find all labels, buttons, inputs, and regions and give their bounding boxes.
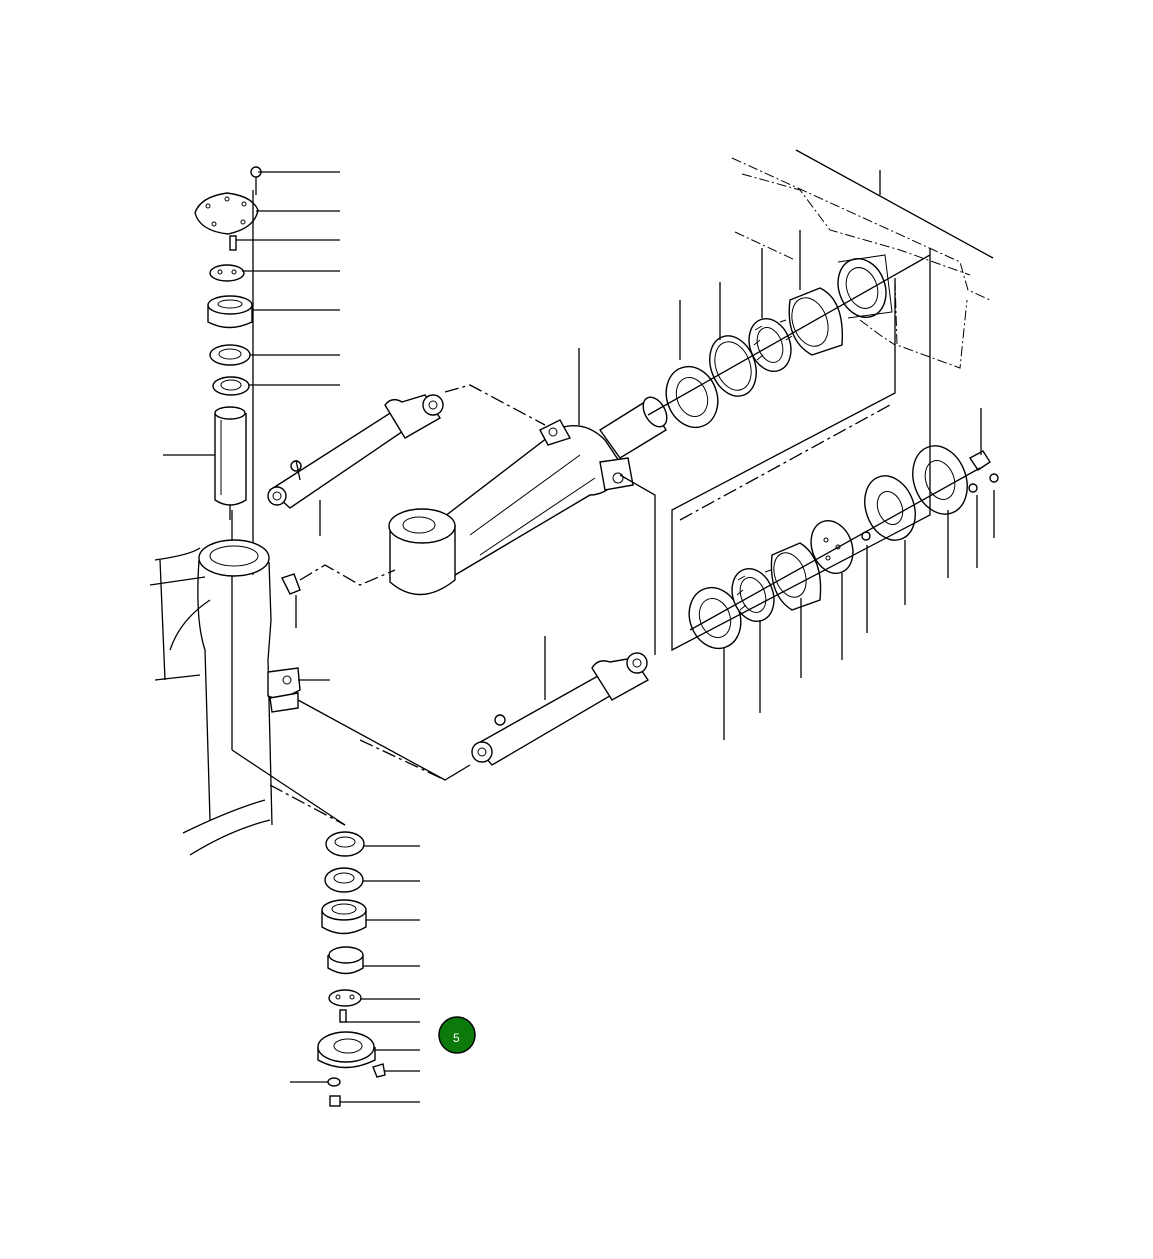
bushing-lower-1 — [321, 899, 367, 935]
axle-housing — [149, 539, 301, 856]
bolt-part — [250, 166, 262, 195]
assembly-lines — [231, 248, 931, 826]
grease-nipple-lower — [339, 1009, 347, 1023]
kingpin-upper-stack — [194, 166, 262, 750]
leader-lines — [163, 170, 995, 1103]
bottom-plate — [317, 1031, 386, 1078]
chassis-frame-outline — [731, 149, 994, 369]
flange-plate — [864, 475, 916, 541]
bearing-cup-lower — [770, 542, 822, 611]
steering-knuckle — [388, 396, 668, 596]
kingpin-part — [214, 406, 247, 520]
callout-badge[interactable]: 5 — [438, 1016, 476, 1054]
kingpin-lower-stack — [317, 831, 386, 1107]
grease-nipple-part — [229, 235, 237, 251]
hub-upper-row — [647, 254, 931, 429]
seal-lower-1 — [325, 831, 365, 857]
bearing-cup-upper — [788, 287, 844, 356]
callout-label: 5 — [453, 1031, 460, 1045]
callout-circle[interactable] — [438, 1016, 476, 1054]
hub-lower-row — [688, 445, 999, 650]
flange-ring-upper — [837, 254, 893, 319]
seal-lower-2 — [324, 867, 364, 893]
end-cover — [912, 445, 968, 515]
shim-part — [209, 264, 245, 282]
bushing-lower-2 — [327, 946, 364, 975]
bolt-lower — [329, 1095, 341, 1107]
bushing-part — [207, 295, 253, 329]
steering-cylinder-lower — [471, 652, 650, 766]
roller-bearing-upper — [748, 318, 793, 372]
steering-cylinder-upper — [267, 394, 444, 509]
seal-ring-part — [209, 344, 251, 366]
nut-lower — [327, 1077, 341, 1087]
cap-plate-part — [194, 192, 259, 235]
seal-ring-upper — [665, 365, 719, 429]
o-ring-part — [212, 376, 250, 396]
shim-lower — [328, 989, 362, 1007]
hardware-bolts — [968, 450, 999, 493]
